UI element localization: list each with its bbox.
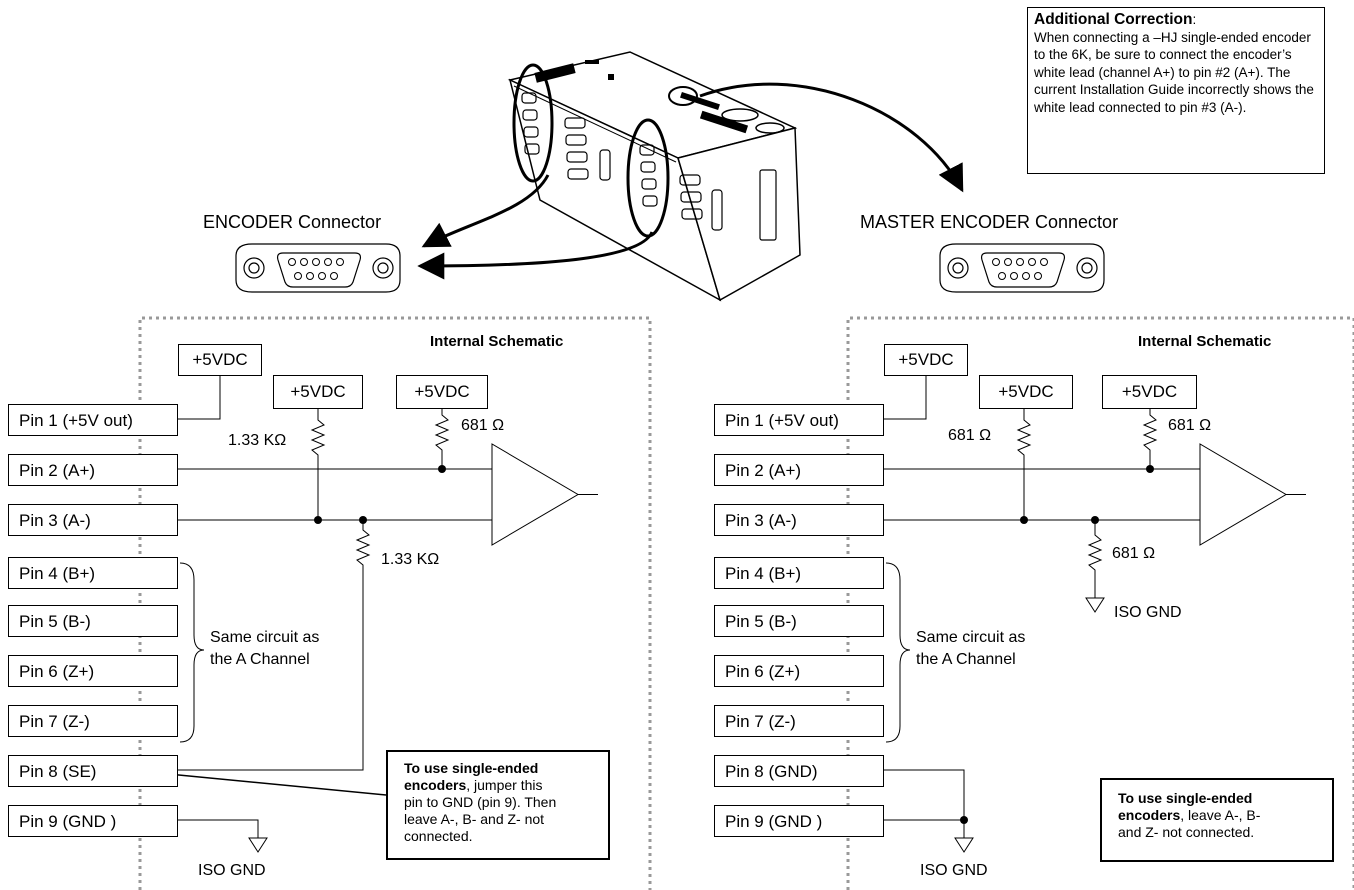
right-note-bold-2: encoders: [1118, 807, 1181, 823]
left-pin-1: Pin 1 (+5V out): [8, 404, 178, 436]
right-pin-6: Pin 6 (Z+): [714, 655, 884, 687]
left-note-text-2: , jumper this: [466, 777, 543, 793]
left-supply-pin1: +5VDC: [178, 344, 262, 376]
right-same-circuit-line-2: the A Channel: [916, 651, 1016, 668]
left-pin-2: Pin 2 (A+): [8, 454, 178, 486]
left-note-line-4: leave A-, B- and Z- not: [404, 811, 545, 827]
left-iso-gnd-label: ISO GND: [198, 862, 266, 879]
left-note-bold-2: encoders: [404, 777, 467, 793]
encoder-connector-icon: [235, 243, 401, 293]
left-same-circuit-note: Same circuit as the A Channel: [210, 627, 319, 671]
right-pin-5: Pin 5 (B-): [714, 605, 884, 637]
left-pin-4: Pin 4 (B+): [8, 557, 178, 589]
right-schematic-title: Internal Schematic: [1138, 333, 1272, 350]
left-resistor-label-3: 1.33 KΩ: [381, 551, 440, 568]
left-note-line-5: connected.: [404, 828, 473, 844]
left-junction-dots: [314, 465, 446, 524]
right-schematic-wiring: [884, 376, 1306, 853]
right-pin-3: Pin 3 (A-): [714, 504, 884, 536]
right-note-text-2: , leave A-, B-: [1180, 807, 1261, 823]
right-note-bold-1: To use single-ended: [1118, 790, 1253, 806]
left-pin-9: Pin 9 (GND ): [8, 805, 178, 837]
left-pin-7: Pin 7 (Z-): [8, 705, 178, 737]
right-iso-gnd-label: ISO GND: [920, 862, 988, 879]
left-supply-r1: +5VDC: [273, 375, 363, 409]
right-pin-9: Pin 9 (GND ): [714, 805, 884, 837]
left-pin-5: Pin 5 (B-): [8, 605, 178, 637]
right-supply-r1: +5VDC: [979, 375, 1073, 409]
correction-body: When connecting a –HJ single-ended encod…: [1034, 29, 1314, 115]
right-same-circuit-note: Same circuit as the A Channel: [916, 627, 1025, 671]
right-resistor-iso-gnd: ISO GND: [1114, 604, 1182, 621]
master-encoder-connector-icon: [939, 243, 1105, 293]
right-pin-8: Pin 8 (GND): [714, 755, 884, 787]
controller-unit-illustration: [507, 51, 801, 302]
left-same-circuit-line-2: the A Channel: [210, 651, 310, 668]
right-resistor-label-1: 681 Ω: [948, 427, 992, 444]
right-note-line-3: and Z- not connected.: [1118, 824, 1255, 840]
right-same-circuit-line-1: Same circuit as: [916, 629, 1026, 646]
right-pin-2: Pin 2 (A+): [714, 454, 884, 486]
left-resistor-label-1: 1.33 KΩ: [228, 432, 287, 449]
left-resistor-label-2: 681 Ω: [461, 417, 505, 434]
correction-title-colon: :: [1192, 12, 1197, 27]
left-same-circuit-line-1: Same circuit as: [210, 629, 320, 646]
left-pin-6: Pin 6 (Z+): [8, 655, 178, 687]
right-single-ended-note: To use single-ended encoders, leave A-, …: [1100, 778, 1334, 862]
right-supply-pin1: +5VDC: [884, 344, 968, 376]
left-note-bold-1: To use single-ended: [404, 760, 539, 776]
right-pin-4: Pin 4 (B+): [714, 557, 884, 589]
right-junction-dots: [960, 465, 1154, 824]
left-supply-r2: +5VDC: [396, 375, 488, 409]
encoder-connector-title: ENCODER Connector: [203, 212, 382, 232]
right-pin-1: Pin 1 (+5V out): [714, 404, 884, 436]
right-resistor-label-3: 681 Ω: [1112, 545, 1156, 562]
schematic-borders: [138, 316, 1354, 890]
left-note-line-3: pin to GND (pin 9). Then: [404, 794, 557, 810]
correction-title: Additional Correction: [1034, 11, 1193, 28]
left-schematic-title: Internal Schematic: [430, 333, 564, 350]
right-supply-r2: +5VDC: [1102, 375, 1197, 409]
left-pin-8: Pin 8 (SE): [8, 755, 178, 787]
left-pin-3: Pin 3 (A-): [8, 504, 178, 536]
connector-callout-arrows: [417, 82, 964, 280]
right-pin-7: Pin 7 (Z-): [714, 705, 884, 737]
left-single-ended-note: To use single-ended encoders, jumper thi…: [386, 750, 610, 860]
right-resistor-label-2: 681 Ω: [1168, 417, 1212, 434]
master-encoder-connector-title: MASTER ENCODER Connector: [860, 212, 1119, 232]
additional-correction-box: Additional Correction: When connecting a…: [1027, 7, 1325, 174]
